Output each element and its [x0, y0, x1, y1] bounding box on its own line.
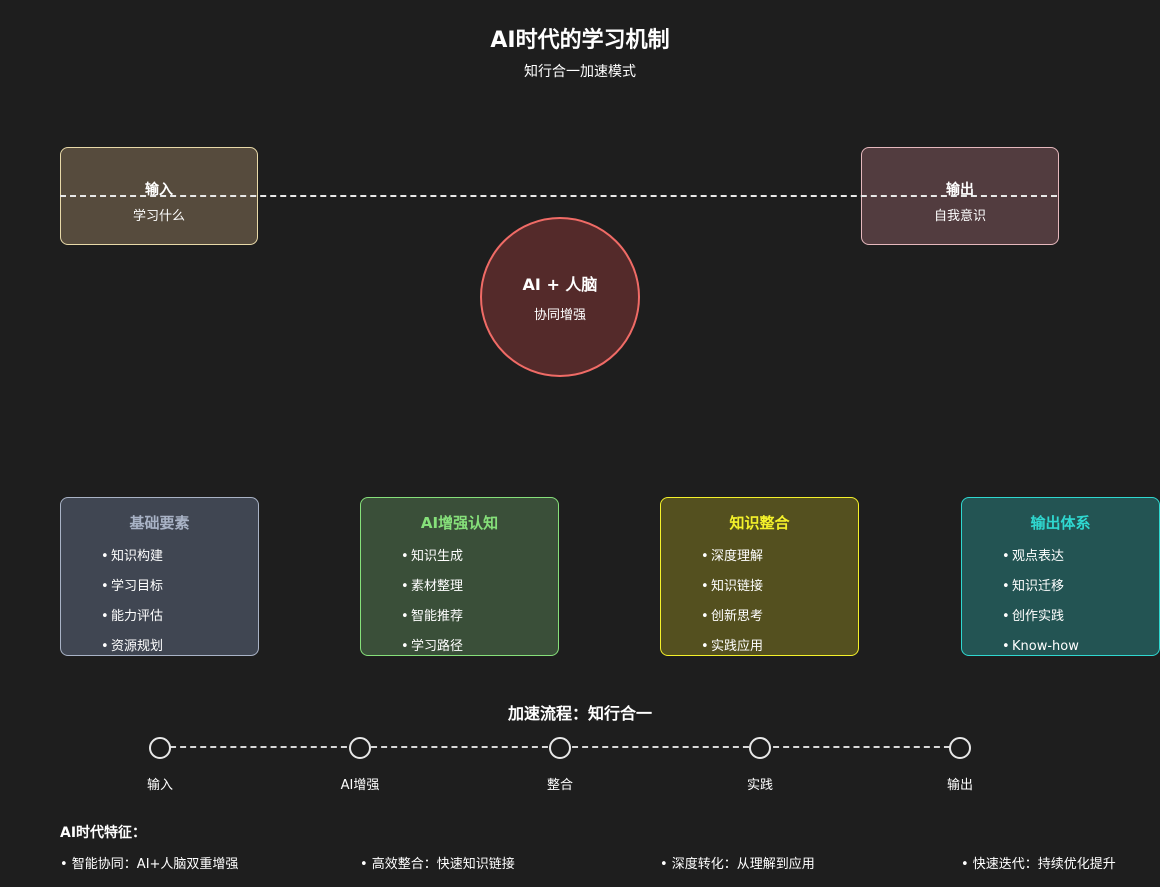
- card-list: •知识生成 •素材整理 •智能推荐 •学习路径: [401, 542, 463, 662]
- feature-item: • 智能协同：AI+人脑双重增强: [60, 857, 239, 872]
- list-item: •素材整理: [401, 579, 464, 594]
- card-output-system: 输出体系 •观点表达 •知识迁移 •创作实践 •Know-how: [961, 497, 1160, 656]
- list-item: •资源规划: [101, 639, 164, 654]
- core-circle: [480, 217, 640, 377]
- list-item: •学习路径: [401, 639, 464, 654]
- flow-step-label: AI增强: [340, 778, 380, 793]
- flow-step-label: 输出: [946, 778, 973, 793]
- card-ai-cognition: AI增强认知 •知识生成 •素材整理 •智能推荐 •学习路径: [360, 497, 559, 656]
- flow-title: 加速流程：知行合一: [507, 704, 652, 723]
- list-item: •深度理解: [701, 549, 764, 564]
- flow-step-label: 输入: [146, 778, 173, 793]
- list-item: •创新思考: [701, 609, 764, 624]
- flow-node-output: [949, 737, 971, 759]
- flow-step-label: 整合: [546, 778, 573, 793]
- list-item: •观点表达: [1002, 549, 1065, 564]
- output-box-subtitle: 自我意识: [933, 209, 986, 224]
- list-item: •实践应用: [701, 639, 764, 654]
- list-item: •知识链接: [701, 579, 764, 594]
- list-item: •学习目标: [101, 579, 164, 594]
- card-foundation: 基础要素 •知识构建 •学习目标 •能力评估 •资源规划: [60, 497, 259, 656]
- card-title: AI增强认知: [420, 514, 499, 532]
- input-box-subtitle: 学习什么: [132, 209, 185, 224]
- feature-item: • 快速迭代：持续优化提升: [961, 857, 1116, 872]
- list-item: •创作实践: [1002, 609, 1065, 624]
- core-subtitle: 协同增强: [533, 308, 586, 323]
- flow-node-input: [149, 737, 171, 759]
- list-item: •能力评估: [101, 609, 164, 624]
- feature-item: • 深度转化：从理解到应用: [660, 857, 815, 872]
- page-subtitle: 知行合一加速模式: [524, 64, 636, 80]
- card-list: •观点表达 •知识迁移 •创作实践 •Know-how: [1002, 542, 1079, 662]
- feature-item: • 高效整合：快速知识链接: [360, 857, 515, 872]
- list-item: •智能推荐: [401, 609, 464, 624]
- card-knowledge-integration: 知识整合 •深度理解 •知识链接 •创新思考 •实践应用: [660, 497, 859, 656]
- card-list: •知识构建 •学习目标 •能力评估 •资源规划: [101, 542, 163, 662]
- flow-node-practice: [749, 737, 771, 759]
- flow-step-label: 实践: [746, 778, 773, 793]
- list-item: •Know-how: [1002, 639, 1079, 654]
- card-title: 知识整合: [729, 514, 790, 532]
- card-list: •深度理解 •知识链接 •创新思考 •实践应用: [701, 542, 763, 662]
- features-title: AI时代特征：: [60, 825, 147, 841]
- card-title: 基础要素: [129, 514, 190, 532]
- card-title: 输出体系: [1030, 514, 1091, 532]
- list-item: •知识构建: [101, 549, 164, 564]
- list-item: •知识生成: [401, 549, 464, 564]
- flow-node-ai: [349, 737, 371, 759]
- core-title: AI + 人脑: [522, 275, 598, 294]
- output-box-title: 输出: [946, 182, 974, 198]
- input-output-connector: [60, 195, 1057, 197]
- page-title: AI时代的学习机制: [490, 28, 670, 53]
- flow-node-integrate: [549, 737, 571, 759]
- input-box-title: 输入: [145, 182, 173, 198]
- list-item: •知识迁移: [1002, 579, 1065, 594]
